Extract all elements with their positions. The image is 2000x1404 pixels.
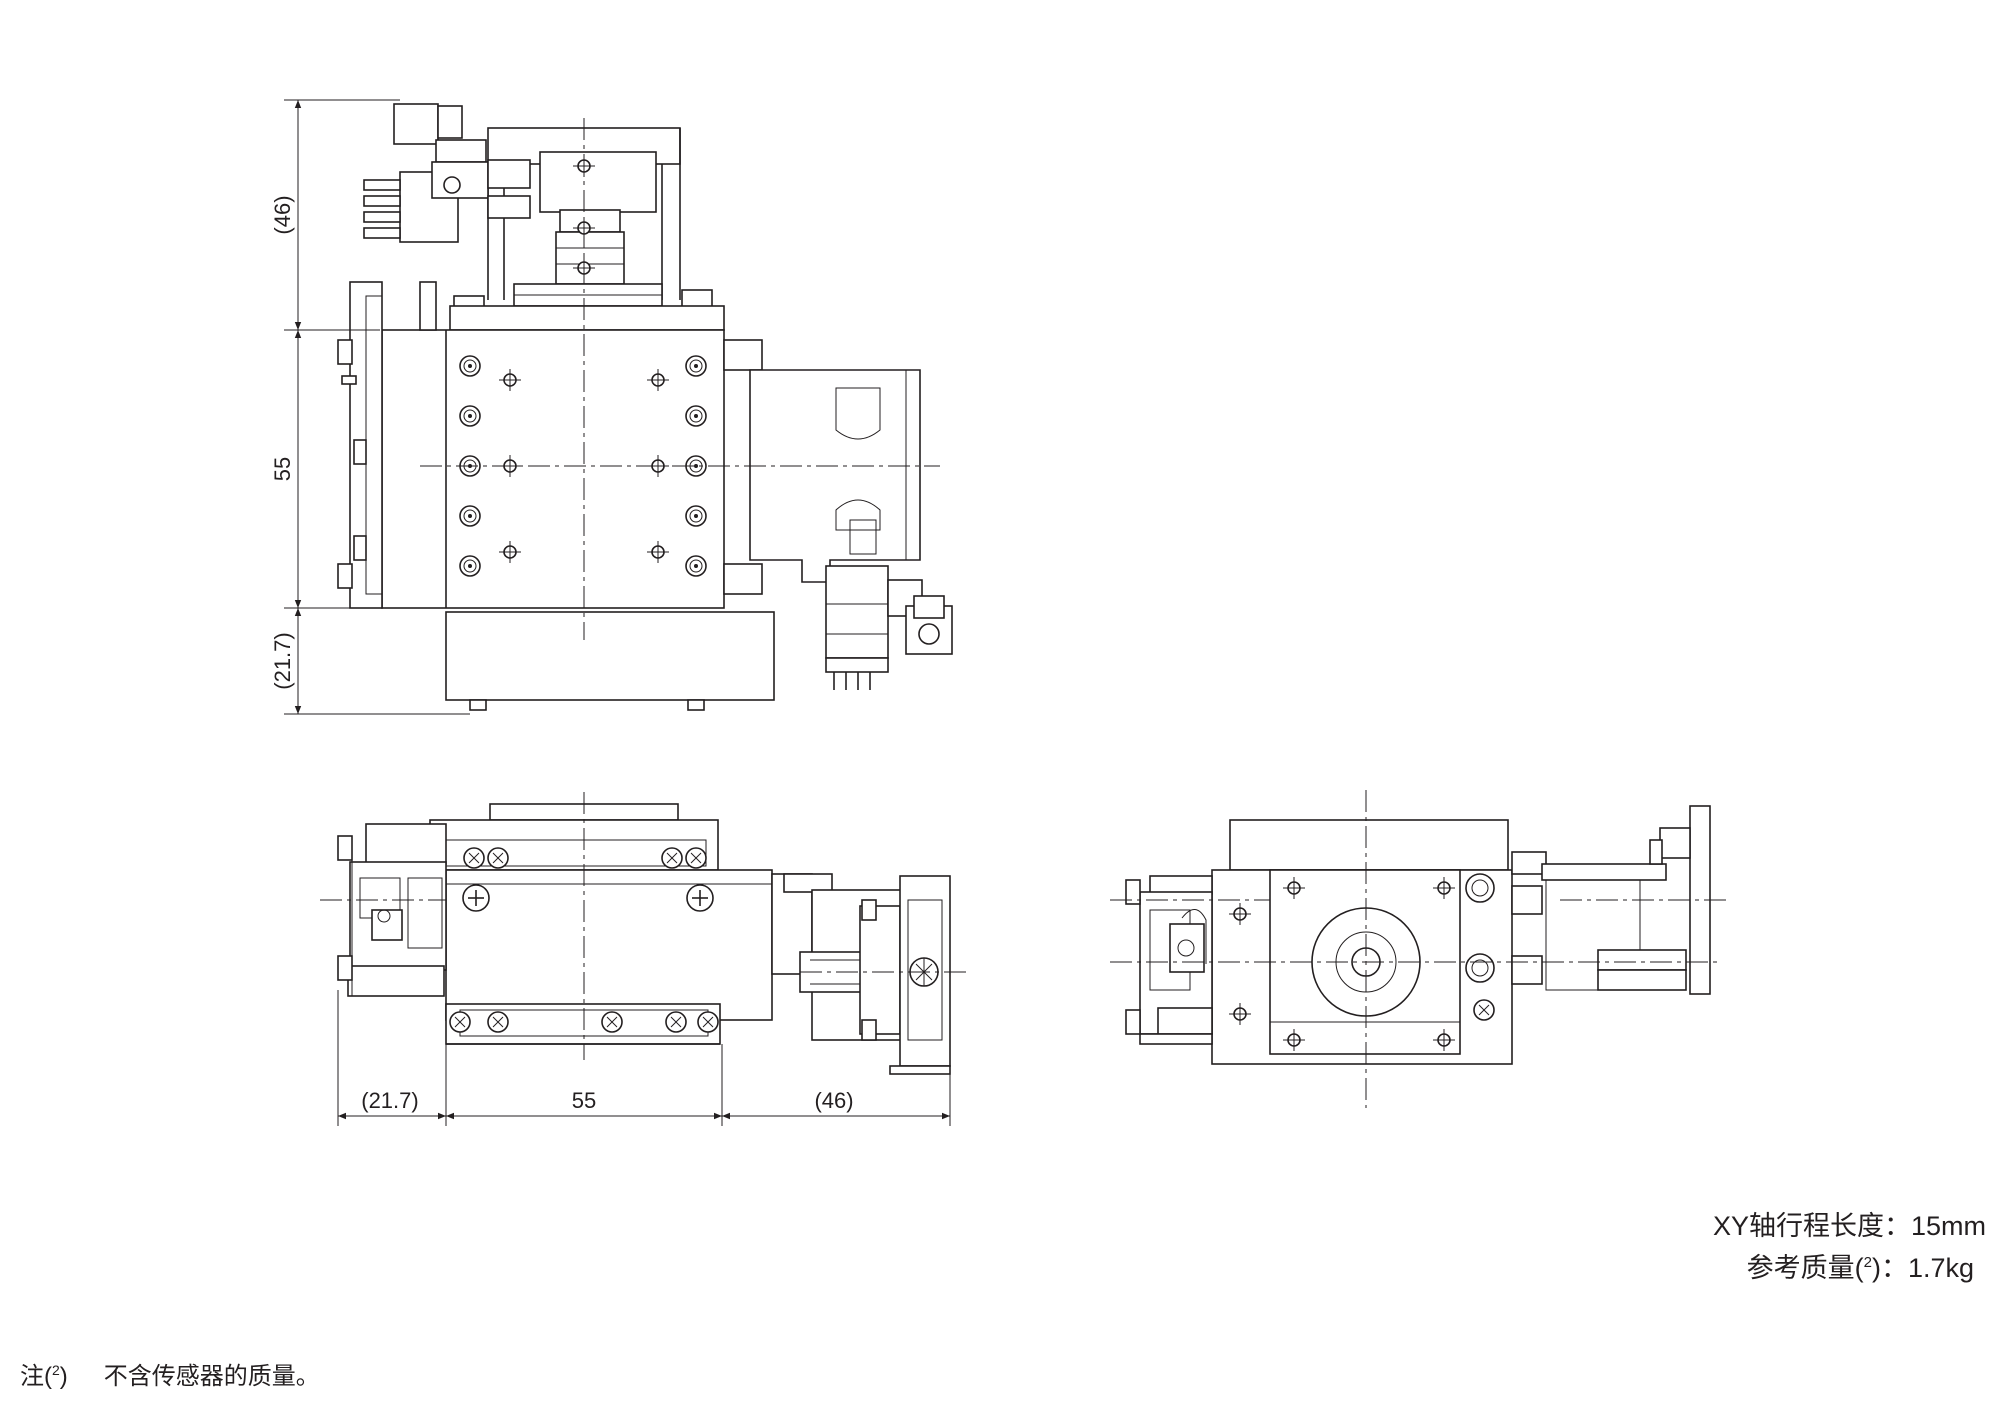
- footnote-ref: 2: [52, 1362, 60, 1378]
- spec-mass-separator: ：: [1880, 1253, 1908, 1283]
- spec-mass-note-ref: 2: [1863, 1254, 1872, 1271]
- spec-stroke-length: XY轴行程长度：15mm: [1713, 1204, 1986, 1243]
- front-dim-middle: 55: [572, 1088, 596, 1113]
- top-dim-upper: (46): [270, 195, 295, 234]
- top-dim-lower: (21.7): [270, 632, 295, 689]
- front-view: (21.7) 55 (46): [320, 792, 970, 1126]
- spec-stroke-separator: ：: [1883, 1211, 1911, 1241]
- side-view: [1110, 790, 1728, 1108]
- footnote-text: 不含传感器的质量。: [103, 1363, 320, 1390]
- top-view: (46) 55 (21.7): [270, 99, 953, 715]
- spec-stroke-value: 15mm: [1910, 1211, 1986, 1241]
- spec-mass-value: 1.7kg: [1907, 1253, 1974, 1283]
- spec-reference-mass: 参考质量(2)：1.7kg: [1746, 1253, 1974, 1283]
- spec-stroke-label: XY轴行程长度: [1712, 1211, 1884, 1241]
- footnote: 注(2)不含传感器的质量。: [20, 1362, 320, 1390]
- spec-mass-label: 参考质量: [1746, 1253, 1855, 1283]
- footnote-prefix: 注: [20, 1363, 44, 1390]
- front-dim-left: (21.7): [361, 1088, 418, 1113]
- top-dim-middle: 55: [270, 457, 295, 481]
- front-dim-right: (46): [814, 1088, 853, 1113]
